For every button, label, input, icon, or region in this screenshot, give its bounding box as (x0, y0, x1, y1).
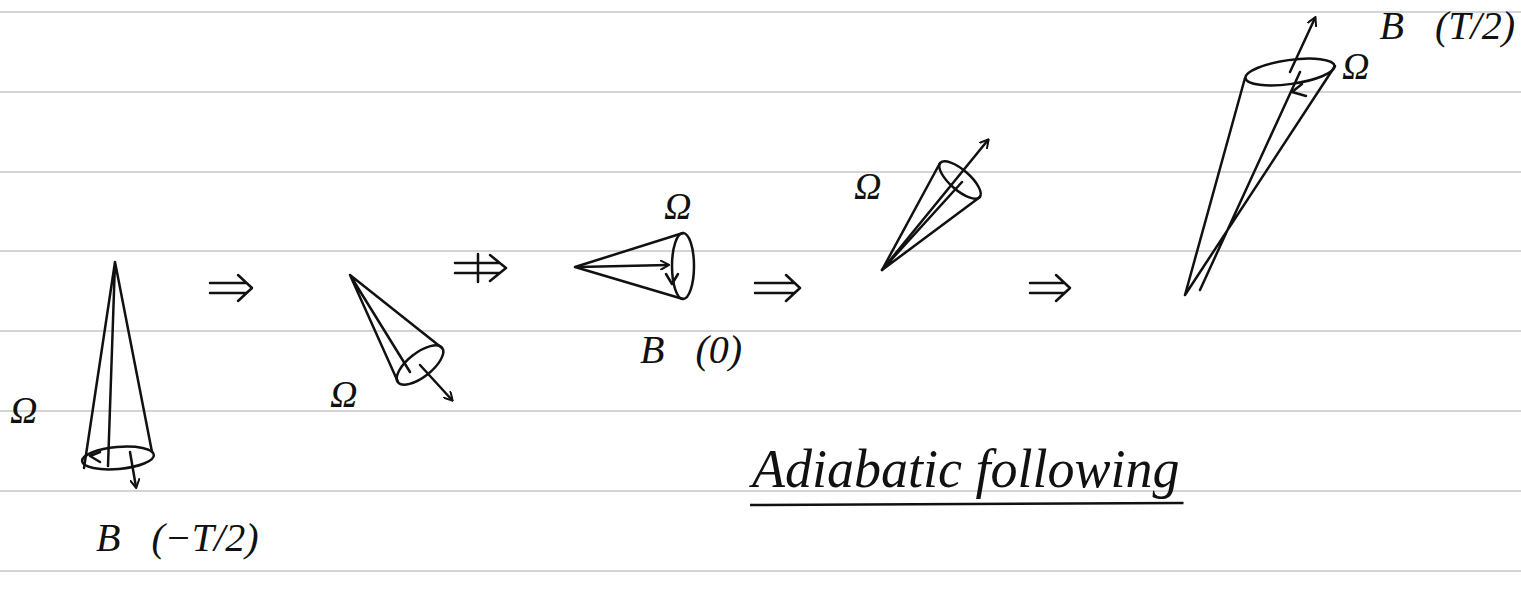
field-label: B⃗(−T/2) (96, 516, 259, 560)
implies-arrow (755, 275, 800, 301)
precession-cone (81, 262, 155, 487)
precession-cone (1185, 18, 1336, 295)
field-label: B⃗(T/2) (1379, 4, 1515, 48)
field-label: B⃗(0) (640, 328, 742, 372)
omega-label: Ω⃗ (10, 390, 67, 432)
implies-arrow (210, 275, 252, 301)
omega-label: Ω⃗ (330, 374, 387, 416)
precession-cone (575, 233, 694, 299)
diagram-title: Adiabatic following (752, 440, 1180, 499)
omega-label: Ω⃗ (1342, 46, 1399, 88)
title-underline (750, 503, 1184, 505)
ruled-lines (0, 12, 1521, 571)
omega-label: Ω⃗ (664, 186, 721, 228)
implies-arrow (455, 254, 506, 282)
omega-label: Ω⃗ (854, 166, 911, 208)
implies-arrow (1030, 275, 1070, 301)
